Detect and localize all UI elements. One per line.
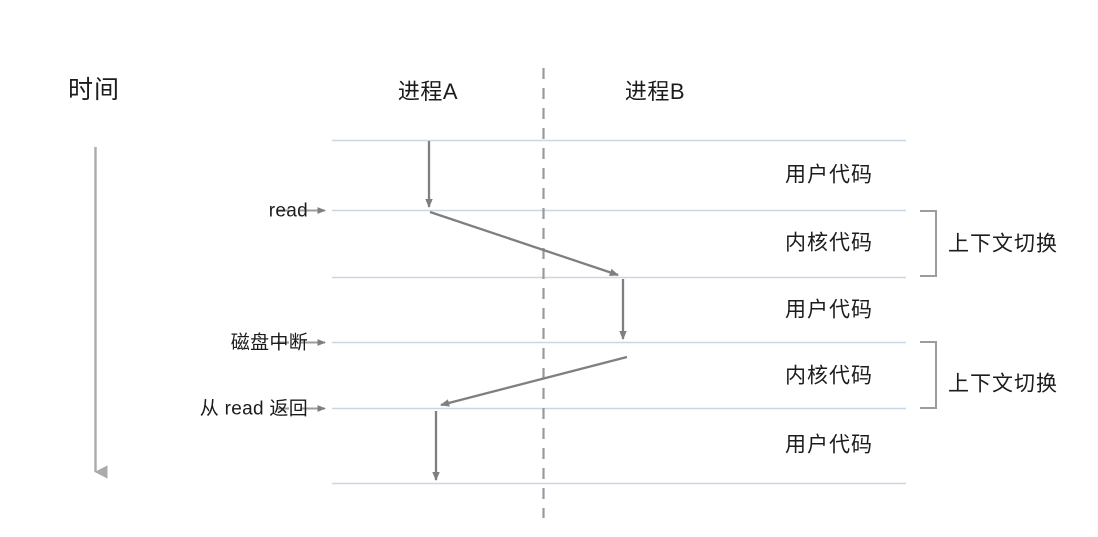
event-label-return-from-read: 从 read 返回 [199, 398, 308, 420]
band-label-user-code-3: 用户代码 [785, 433, 873, 457]
band-separators [332, 139, 906, 485]
arrow-a-to-b-switch [429, 210, 619, 277]
column-header-process-b: 进程B [624, 79, 686, 104]
time-axis-label: 时间 [68, 76, 121, 104]
event-label-disk-interrupt: 磁盘中断 [230, 332, 308, 354]
event-pointers [277, 207, 327, 412]
band-label-kernel-code-1: 内核代码 [785, 231, 873, 255]
band-label-user-code-1: 用户代码 [785, 163, 873, 187]
band-label-kernel-code-2: 内核代码 [785, 364, 873, 388]
bracket-context-switch-1 [920, 210, 937, 277]
bracket-label-context-switch-1: 上下文切换 [948, 232, 1058, 256]
arrow-b-to-a-switch [440, 355, 628, 407]
column-header-process-a: 进程A [397, 79, 459, 104]
context-switch-brackets [920, 210, 937, 409]
flow-arrows [425, 141, 628, 482]
event-label-read: read [268, 200, 308, 222]
bracket-context-switch-2 [920, 341, 937, 409]
bracket-label-context-switch-2: 上下文切换 [948, 372, 1058, 396]
band-label-user-code-2: 用户代码 [785, 298, 873, 322]
